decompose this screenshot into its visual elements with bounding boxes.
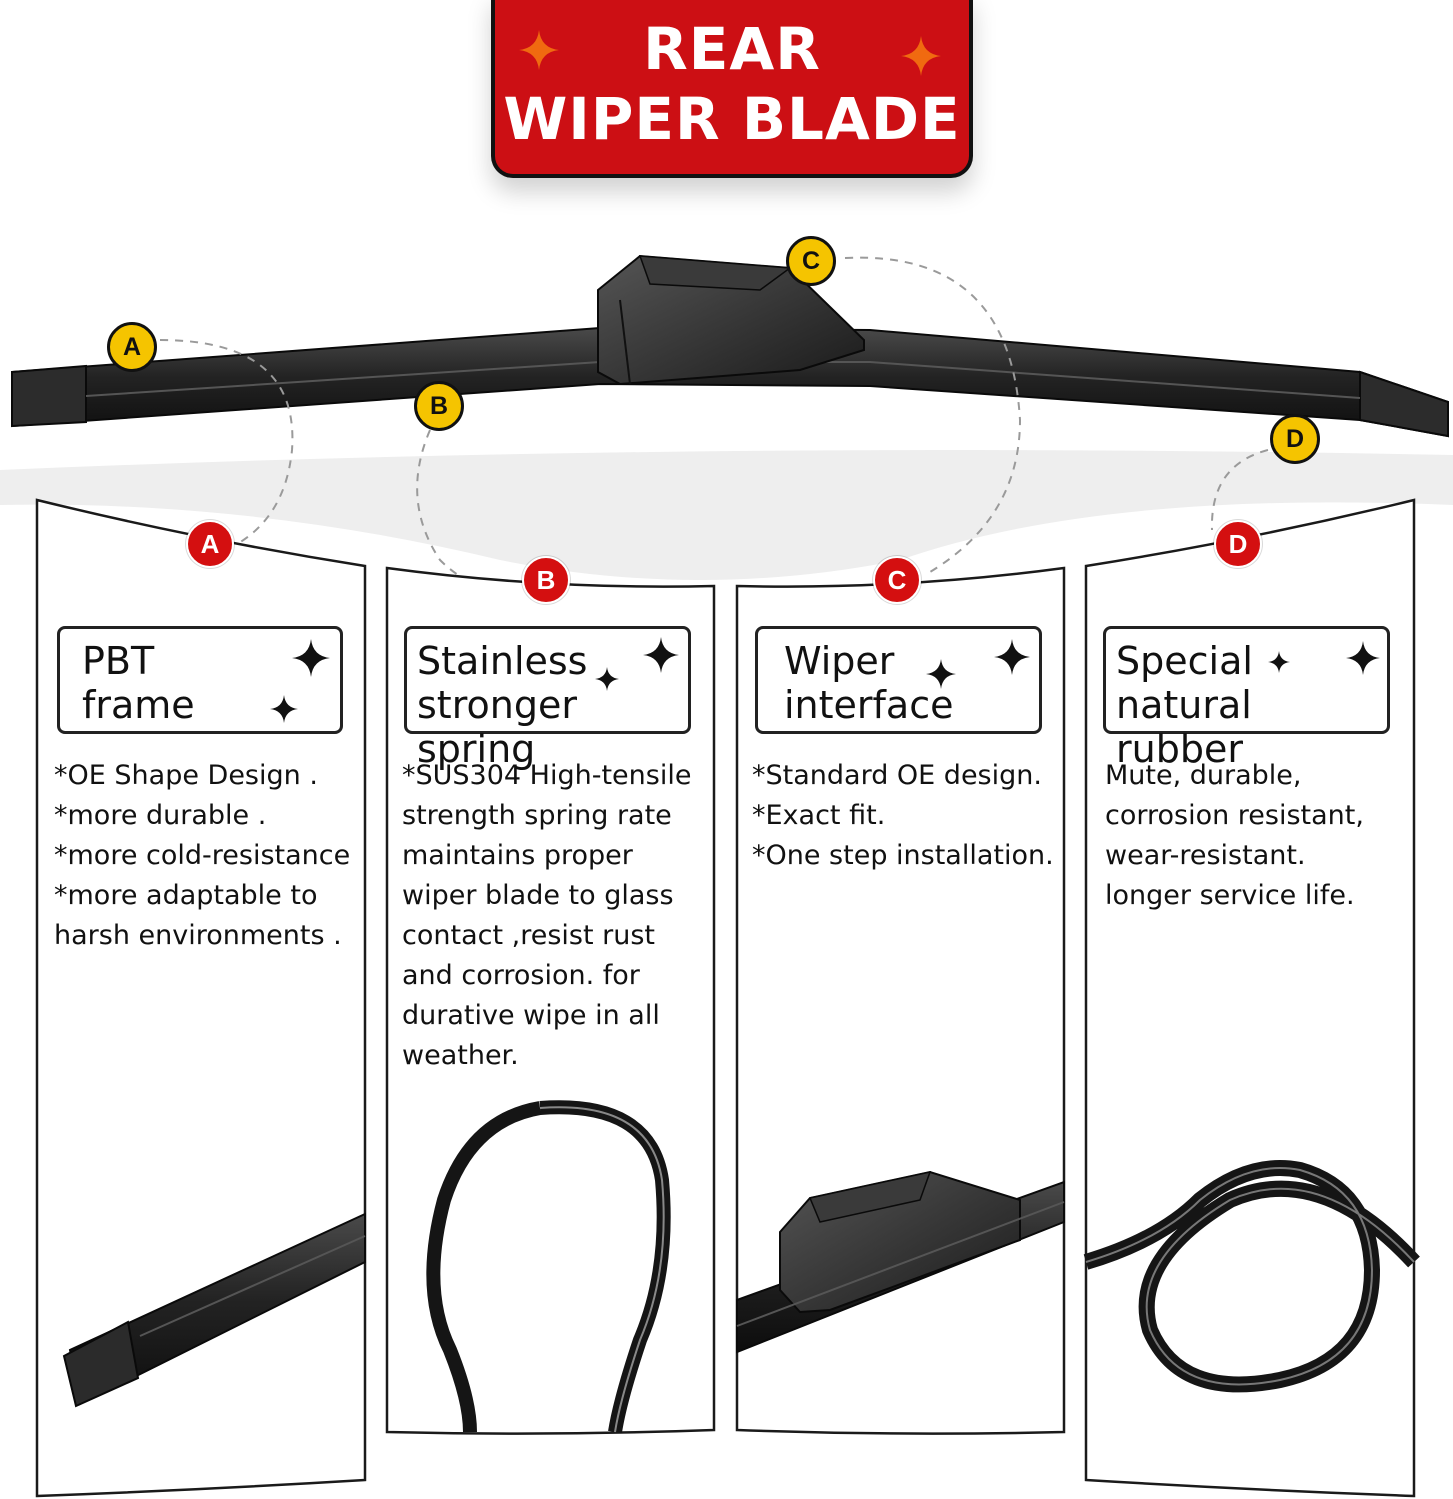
steel-spring-loop-image [426,1100,671,1434]
callout-d: D [1270,414,1320,464]
panel-c-line: *Exact fit. [752,800,886,831]
sparkle-icon-right [901,36,941,76]
callout-b: B [414,381,464,431]
sparkle-icon [292,639,330,677]
panel-b-line: durative wipe in all [402,1000,660,1031]
panel-b-heading-line-1: Stainless [417,639,588,683]
sparkle-icon [595,667,619,691]
main-wiper-blade [11,254,1449,438]
sparkle-icon-left [519,30,559,70]
panel-frame-b [385,566,716,1435]
guide-lines [159,256,1269,591]
panel-b-line: maintains proper [402,840,633,871]
sparkle-icon [1268,651,1290,673]
panel-b-line: wiper blade to glass [402,880,674,911]
panel-c-description: *Standard OE design. *Exact fit. *One st… [752,756,1054,876]
panel-a-line: *more durable . [54,800,267,831]
panel-c-line: *One step installation. [752,840,1054,871]
sparkle-icon [994,639,1030,675]
callout-c: C [786,236,836,286]
callout-a: A [107,322,157,372]
panel-marker-c: C [873,556,921,604]
panel-d-heading-line-1: Special [1116,639,1253,683]
panel-d-line: wear-resistant. [1105,840,1306,871]
panel-marker-b: B [522,556,570,604]
sparkle-icon [926,659,956,689]
panel-d-description: Mute, durable, corrosion resistant, wear… [1105,756,1364,916]
panel-a-line: *OE Shape Design . [54,760,318,791]
panel-a-line: *more cold-resistance [54,840,351,871]
blade-reflection [0,450,1453,580]
connector-mount-image [736,1170,1065,1354]
sparkle-icon [1346,641,1380,675]
panel-b-description: *SUS304 High-tensile strength spring rat… [402,756,691,1076]
panel-d-line: corrosion resistant, [1105,800,1364,831]
panel-d-line: longer service life. [1105,880,1355,911]
rubber-strip-loop-image [1083,1160,1420,1393]
sparkle-icon [270,695,298,723]
blade-end-cap-image [62,1212,366,1408]
panel-c-heading-line-2: interface [784,683,954,727]
panel-b-line: and corrosion. for [402,960,640,991]
panel-d-line: Mute, durable, [1105,760,1302,791]
panel-b-line: weather. [402,1040,519,1071]
panel-c-heading: Wiper interface [755,626,1042,734]
panel-a-line: harsh environments . [54,920,342,951]
title-line-1: REAR [643,15,821,83]
panel-a-heading-line-2: frame [82,683,195,727]
title-line-2: WIPER BLADE [503,85,961,153]
panel-c-heading-line-1: Wiper [784,639,895,683]
panel-b-line: contact ,resist rust [402,920,655,951]
panel-b-heading: Stainless stronger spring [404,626,691,771]
title-badge: REAR WIPER BLADE [491,0,973,178]
panel-a-heading: PBT frame [57,626,343,734]
panel-d-heading: Special natural rubber [1103,626,1390,771]
panel-marker-d: D [1214,520,1262,568]
panel-d-heading-line-2: natural rubber [1116,683,1252,771]
sparkle-icon [643,637,679,673]
panel-c-line: *Standard OE design. [752,760,1042,791]
panel-a-description: *OE Shape Design . *more durable . *more… [54,756,350,956]
panel-a-heading-line-1: PBT [82,639,155,683]
panel-b-heading-line-2: stronger spring [417,683,577,771]
panel-a-line: *more adaptable to [54,880,318,911]
panel-b-line: *SUS304 High-tensile [402,760,692,791]
panel-marker-a: A [186,520,234,568]
panel-frame-a [35,498,367,1498]
panel-b-line: strength spring rate [402,800,672,831]
